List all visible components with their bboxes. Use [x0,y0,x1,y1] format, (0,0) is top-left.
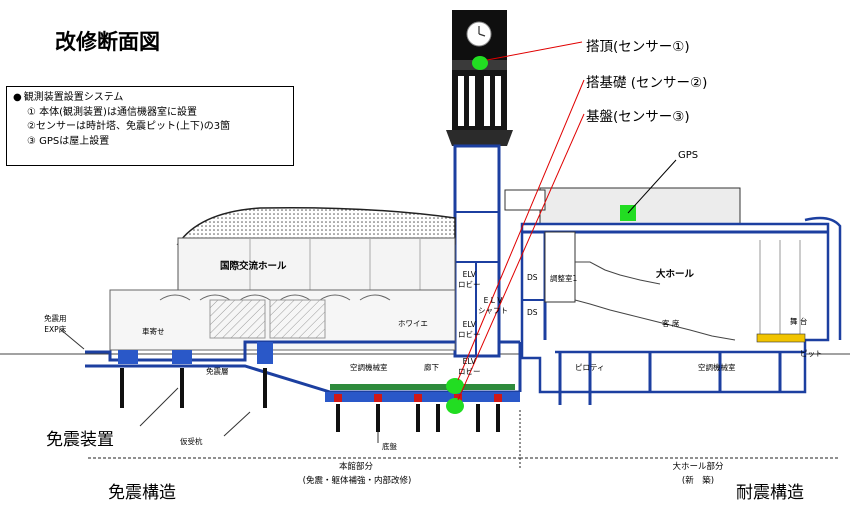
room-stage: 舞 台 [790,317,808,326]
hall-upper-box [539,187,741,225]
room-pilotis: ピロティ [575,363,605,372]
hatched-wall-2 [269,299,326,339]
room-ac-2: 空調機械室 [698,363,736,372]
label-hall-part: 大ホール部分 [672,462,724,472]
tower-cornice [446,130,513,146]
page-title: 改修断面図 [55,30,160,54]
hatched-wall-1 [209,299,266,339]
room-great-hall: 大ホール [656,269,695,280]
arcade-arches [159,294,391,301]
isolator-blocks-left [118,350,138,364]
hall-roof-box [504,189,546,211]
room-international-hall: 国際交流ホール [220,261,287,272]
label-foundation: 底盤 [382,442,397,451]
label-temp-pile: 仮受杭 [180,437,203,446]
extent-markers [88,410,840,470]
room-ds-lower: DS [527,308,538,317]
room-car-porch: 車寄せ [142,327,165,336]
sensor2-label: 搭基礎 (センサー②) [586,75,708,91]
hall-block [177,237,456,291]
leader-lines [59,328,379,443]
label-main-part: 本館部分 [338,462,373,472]
room-foyer: ホワイエ [398,319,428,328]
iso-dampers [334,394,502,402]
legend-item: ① 本体(観測装置)は通信機器室に設置 [27,106,197,118]
room-control: 調整室1 [550,274,578,283]
sensor1-label: 搭頂(センサー①) [586,39,690,55]
sensor-callout-lines [457,41,585,401]
stage-platform [756,333,806,343]
label-isolation-device: 免震装置 [46,430,114,450]
label-main-part-note: (免震・躯体補強・内部改修) [302,476,412,486]
isolator-block [172,350,192,364]
seating-rake [574,261,736,341]
sensor-3 [446,398,464,414]
label-earthquake-resistant: 耐震構造 [736,483,804,503]
sensor-1 [472,56,488,70]
control-room-box [544,231,576,303]
iso-pit-green [330,384,515,390]
label-iso-exp: 免震用 EXP床 [44,314,67,334]
clock-hands [478,26,486,37]
sensor3-label: 基盤(センサー③) [586,109,690,125]
room-elv-lobby-upper: ELV ロビー [458,270,481,289]
sensor-2 [446,378,464,394]
room-audience: 客 席 [662,319,680,328]
room-ds-upper: DS [527,273,538,282]
isolator-block [257,342,273,364]
room-elv-lobby-mid: ELV ロビー [458,320,481,339]
legend-box: 観測装置設置システム ① 本体(観測装置)は通信機器室に設置 ②センサーは時計塔… [6,86,294,166]
label-seismic-isolation: 免震構造 [108,483,176,503]
room-ac-1: 空調機械室 [350,363,388,372]
piles [120,368,500,432]
hall-bottom-columns [558,352,782,405]
hall-roof [176,206,456,245]
room-pit: ピット [800,349,823,358]
legend-item: ②センサーは時計塔、免震ピット(上下)の3箇 [27,121,231,132]
label-iso-layer: 免震層 [206,367,229,376]
room-corridor: 廊下 [424,363,439,372]
hall-columns [249,238,421,290]
gps-leader [627,159,677,214]
legend-heading: 観測装置設置システム [13,91,287,106]
iso-pit-slab [325,392,520,402]
gps-label: GPS [678,150,699,161]
room-elv-lobby-low: ELV ロビー [458,357,481,376]
legend-item: ③ GPSは屋上設置 [27,135,110,147]
fly-tower-lines [759,240,801,335]
tower-windows [458,76,501,126]
proscenium-curve [804,216,842,340]
label-hall-part-note: (新 築) [681,476,715,486]
room-elv-shaft: E L V シャフト [478,296,508,315]
